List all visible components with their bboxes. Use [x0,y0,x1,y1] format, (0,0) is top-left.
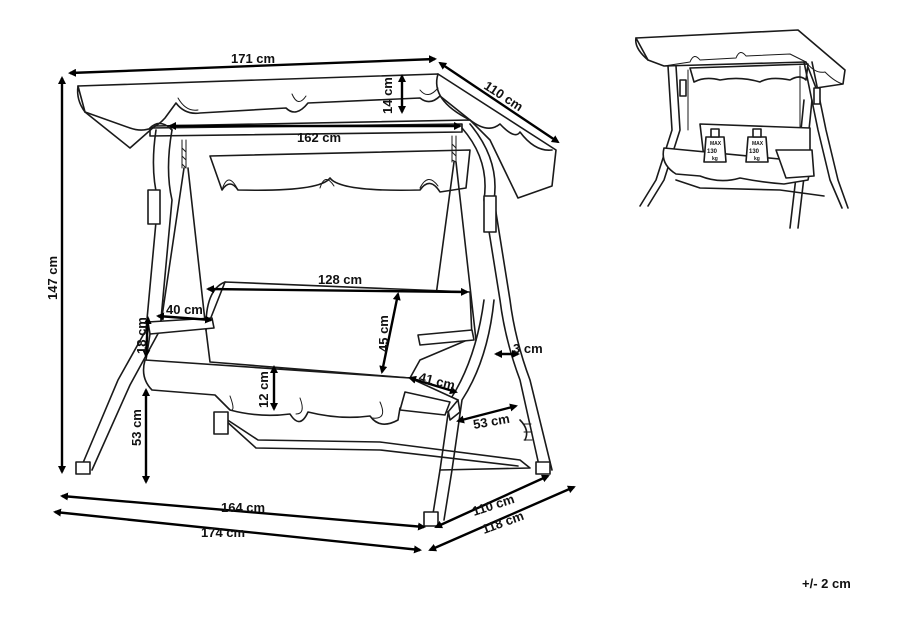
label-53-leg: 53 cm [472,411,511,432]
badge-value-left: 130 [707,149,718,155]
dim-line-110-canopy [438,61,560,144]
label-14: 14 cm [380,77,395,114]
dim-line-118 [428,485,576,552]
badge-value-right: 130 [749,149,760,155]
dim-line-53-leg [456,403,518,424]
label-174: 174 cm [201,525,245,540]
label-171: 171 cm [231,51,275,66]
tolerance-note: +/- 2 cm [802,576,851,591]
label-147: 147 cm [45,256,60,300]
label-162: 162 cm [297,130,341,145]
dim-line-40 [156,312,213,324]
main-swing-drawing [75,73,557,527]
canopy-valance [84,95,471,131]
weight-badge-right: MAX 130 kg [745,128,769,163]
dimension-lines [53,55,576,554]
left-frame [79,129,159,471]
label-164: 164 cm [221,500,265,515]
label-3: 3 cm [513,341,543,356]
label-18: 18 cm [134,317,149,354]
dim-line-18 [142,316,152,358]
base-bar [219,414,531,471]
badge-unit-right: kg [754,156,760,162]
inset-swing-drawing [634,29,849,229]
badge-unit-left: kg [712,156,718,162]
label-12: 12 cm [256,371,271,408]
dim-line-128 [206,285,469,296]
badge-max-label-right: MAX [752,141,764,147]
seat [142,359,459,425]
badge-max-label-left: MAX [710,141,722,147]
dim-line-171 [68,55,437,77]
label-53-height: 53 cm [129,409,144,446]
label-45: 45 cm [376,315,391,352]
label-40: 40 cm [166,302,203,317]
label-128: 128 cm [318,272,362,287]
backrest [205,281,473,379]
dim-line-174 [53,508,422,554]
dim-line-41 [408,375,458,395]
dim-line-45 [379,292,401,374]
weight-badge-left: MAX 130 kg [703,128,727,163]
right-frame [461,127,541,471]
